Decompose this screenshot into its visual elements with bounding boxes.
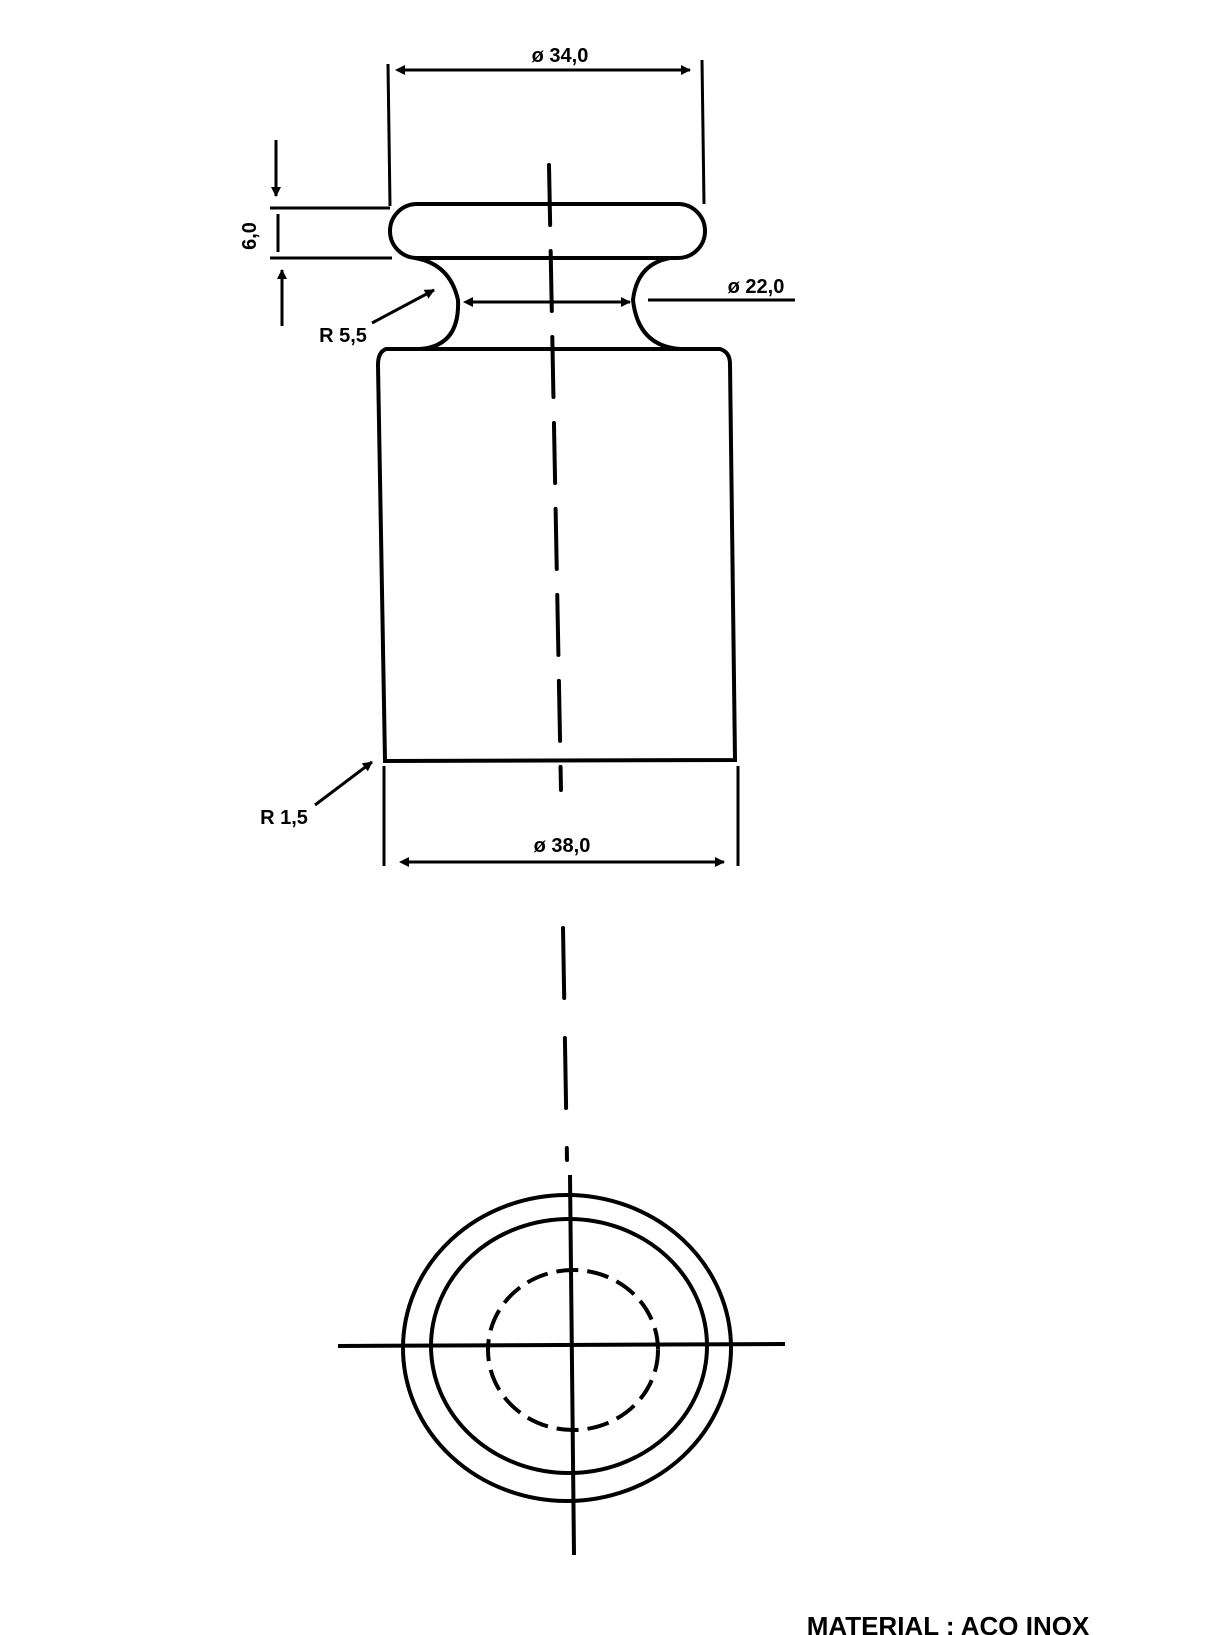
body-diameter-label: ø 38,0 — [534, 835, 591, 857]
dimension-neck-radius — [371, 288, 435, 325]
top-view — [337, 1174, 786, 1556]
centerline-vertical-top — [568, 1174, 576, 1556]
centerline-lower — [561, 926, 569, 1162]
centerline-vertical — [547, 163, 563, 792]
dimension-cap-height — [270, 140, 392, 326]
neck-radius-label: R 5,5 — [319, 325, 367, 347]
bottom-radius-label: R 1,5 — [260, 807, 308, 829]
dimension-top-diameter — [386, 59, 706, 207]
dimension-bottom-radius — [314, 760, 373, 807]
neck-diameter-label: ø 22,0 — [728, 276, 785, 298]
main-body — [375, 347, 738, 764]
centerline-horizontal — [337, 1342, 786, 1348]
cap-height-label: 6,0 — [239, 222, 261, 250]
material-label: MATERIAL : AÇO INOX — [807, 1611, 1090, 1635]
top-cap — [388, 202, 707, 260]
dimension-neck-diameter — [463, 297, 795, 307]
outer-circle — [401, 1193, 733, 1503]
side-view — [375, 163, 738, 1162]
neck — [413, 256, 682, 351]
dimension-body-diameter — [382, 766, 740, 867]
top-diameter-label: ø 34,0 — [532, 45, 589, 67]
